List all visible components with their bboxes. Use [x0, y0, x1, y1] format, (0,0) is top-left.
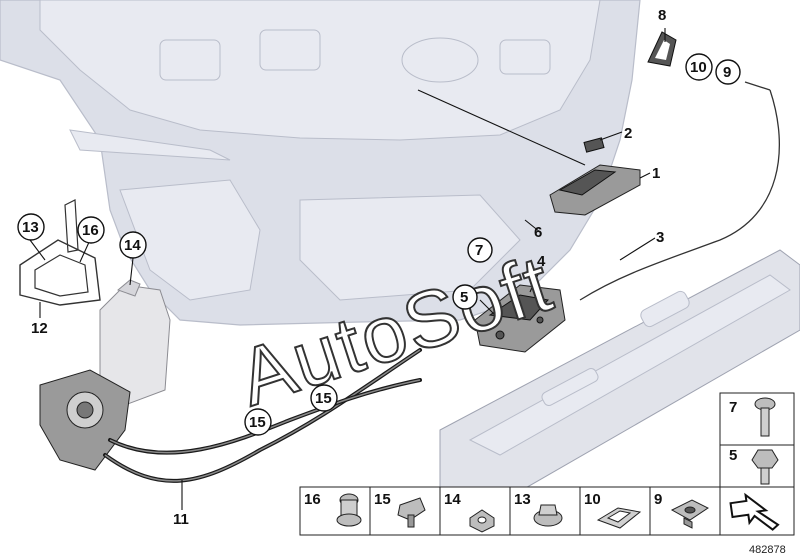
callout-4: 4: [537, 253, 546, 270]
callout-10-circle: [685, 53, 713, 81]
callout-14: 14: [124, 237, 141, 254]
callout-13-circle: [17, 213, 45, 241]
table-label-16: 16: [304, 491, 321, 508]
table-label-10: 10: [584, 491, 601, 508]
callout-16: 16: [82, 222, 99, 239]
callout-5: 5: [460, 289, 468, 306]
arrow-icon: [729, 492, 780, 531]
callout-10: 10: [690, 59, 707, 76]
table-label-5: 5: [729, 447, 737, 464]
callout-3: 3: [656, 229, 664, 246]
table-cell-16: [299, 486, 371, 536]
callout-9-circle: [715, 59, 741, 85]
part-11-drive: [39, 369, 131, 471]
callout-12: 12: [31, 320, 48, 337]
table-label-7: 7: [729, 399, 737, 416]
callout-16-circle: [77, 216, 105, 244]
callouts: 1 2 3 4 5 6 7 8 9 10 11 12 13 14 15 15 1…: [17, 7, 741, 528]
callout-1: 1: [652, 165, 660, 182]
callout-6: 6: [534, 224, 542, 241]
callout-15a-circle: [244, 408, 272, 436]
flange-nut-icon: [533, 504, 563, 527]
callout-14-circle: [119, 231, 147, 259]
table-label-9: 9: [654, 491, 662, 508]
table-label-15: 15: [374, 491, 391, 508]
callout-11: 11: [173, 511, 189, 528]
callout-5-circle: [452, 284, 478, 310]
part-1-handle: [549, 137, 641, 216]
part-8-grommet: [647, 31, 677, 67]
screw-icon: [754, 397, 776, 437]
bracket-clip-icon: [596, 507, 642, 529]
callout-13: 13: [22, 219, 39, 236]
parts-table: 7 5 16 15 14 13: [299, 392, 795, 536]
nut-icon: [336, 493, 362, 527]
bolt-icon: [751, 449, 779, 485]
part-15-cables: [103, 348, 422, 483]
callout-15b: 15: [315, 390, 332, 407]
grommet-icon: [670, 499, 709, 529]
tailgate-illustration: [0, 0, 641, 326]
callout-2: 2: [624, 125, 632, 142]
leader-lines: [29, 28, 666, 510]
callout-7-circle: [467, 237, 493, 263]
reference-number: 482878: [749, 544, 786, 556]
part-12-bracket: [19, 199, 101, 306]
callout-15b-circle: [310, 384, 338, 412]
table-label-14: 14: [444, 491, 461, 508]
callout-9: 9: [723, 64, 731, 81]
callout-7: 7: [475, 242, 483, 259]
washer-icon: [469, 509, 495, 533]
callout-15a: 15: [249, 414, 266, 431]
part-4-lock: [474, 284, 566, 353]
part-3-bowden-cable: [579, 81, 780, 301]
table-label-13: 13: [514, 491, 531, 508]
clip-icon: [397, 497, 426, 528]
callout-8: 8: [658, 7, 666, 24]
